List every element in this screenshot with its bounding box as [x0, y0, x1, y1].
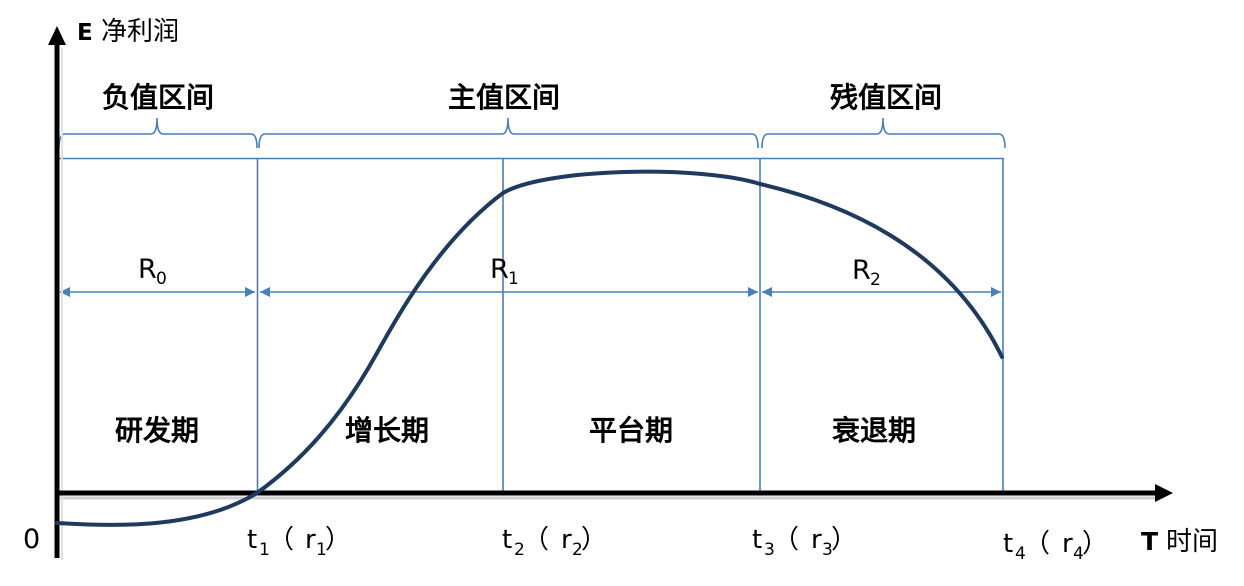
- range-subscript: 0: [156, 269, 167, 289]
- interval-label-residual: 残值区间: [830, 81, 942, 114]
- x-axis-arrow-icon: [1155, 484, 1173, 502]
- stage-label-growth: 增长期: [345, 414, 429, 447]
- range-symbol: R: [138, 254, 157, 285]
- origin-label: 0: [23, 524, 40, 555]
- y-axis-label: 净利润: [101, 17, 179, 47]
- stage-label-rnd: 研发期: [115, 414, 199, 447]
- y-axis-arrow-icon: [48, 26, 66, 45]
- interval-label-main: 主值区间: [448, 81, 560, 114]
- stage-label-plateau: 平台期: [589, 414, 673, 447]
- x-axis-label: 时间: [1166, 527, 1218, 557]
- interval-label-negative: 负值区间: [102, 81, 214, 114]
- brace-residual-interval: [761, 117, 1006, 149]
- range-label-r0: R0: [138, 254, 167, 289]
- brace-negative-interval: [58, 117, 258, 149]
- x-axis-letter: T: [1141, 527, 1158, 556]
- range-label-r1: R1: [490, 254, 519, 289]
- stage-label-decline: 衰退期: [832, 414, 916, 447]
- range-label-r2: R2: [852, 255, 881, 290]
- brace-main-interval: [258, 117, 759, 149]
- range-symbol: R: [852, 255, 871, 286]
- range-subscript: 1: [508, 269, 519, 289]
- y-axis-letter: E: [77, 20, 93, 46]
- net-profit-curve: [55, 169, 1004, 527]
- range-subscript: 2: [870, 270, 881, 290]
- range-symbol: R: [490, 254, 509, 285]
